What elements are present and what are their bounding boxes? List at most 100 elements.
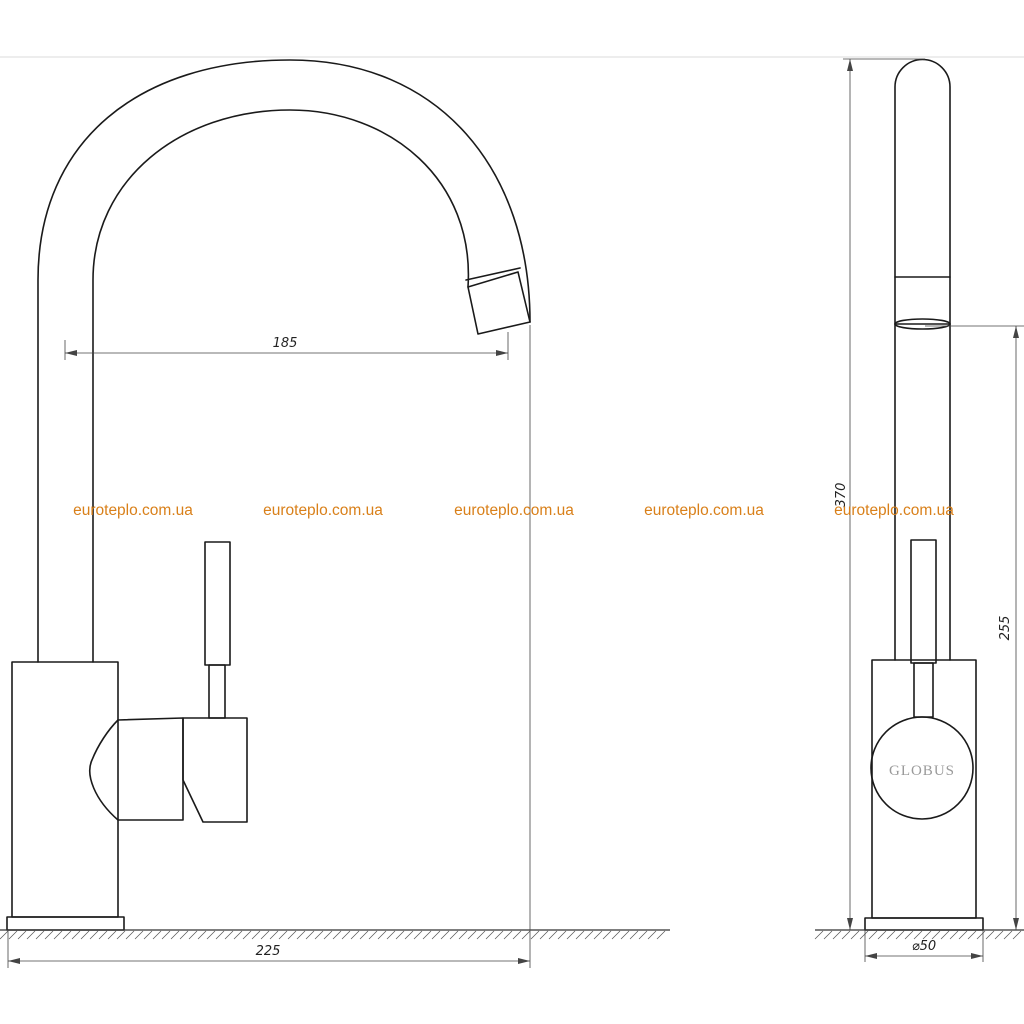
ground-hatch-tick <box>35 930 45 940</box>
ground-hatch-tick <box>125 930 135 940</box>
base-diameter-arrow-left <box>865 953 877 959</box>
ground-hatch-tick <box>179 930 189 940</box>
base-diameter-dimension: ⌀50 <box>864 930 984 962</box>
ground-hatch-tick <box>814 930 824 940</box>
ground-hatch-tick <box>206 930 216 940</box>
ground-hatch-tick <box>404 930 414 940</box>
spout-reach-arrow-left <box>65 350 77 356</box>
ground-hatch-tick <box>440 930 450 940</box>
ground-hatch-tick <box>877 930 887 940</box>
total-height-label: 370 <box>834 483 849 508</box>
watermark-text: euroteplo.com.ua <box>263 502 383 519</box>
ground-hatch-tick <box>967 930 977 940</box>
ground-hatch-tick <box>359 930 369 940</box>
ground-hatch-tick <box>422 930 432 940</box>
front-ground-hatch <box>814 930 1022 940</box>
watermark-text: euroteplo.com.ua <box>644 502 764 519</box>
ground-hatch-tick <box>188 930 198 940</box>
base-plate-outline <box>6 916 125 931</box>
ground-hatch-tick <box>0 930 9 940</box>
front-view: GLOBUS <box>864 58 984 931</box>
ground-hatch-tick <box>922 930 932 940</box>
ground-hatch-tick <box>8 930 18 940</box>
ground-hatch-tick <box>449 930 459 940</box>
ground-hatch-tick <box>431 930 441 940</box>
front-lever-stem-outline <box>913 662 934 718</box>
ground-hatch-tick <box>314 930 324 940</box>
ground-hatch-tick <box>242 930 252 940</box>
ground-hatch-tick <box>895 930 905 940</box>
front-base-plate-outline <box>864 917 984 931</box>
total-height-dimension: 370 <box>834 58 925 930</box>
ground-hatch-tick <box>503 930 513 940</box>
handle-block-outline <box>182 717 248 823</box>
ground-hatch-tick <box>886 930 896 940</box>
ground-hatch-tick <box>976 930 986 940</box>
ground-hatch-tick <box>332 930 342 940</box>
lever-grip-outline <box>204 541 231 666</box>
ground-hatch-tick <box>341 930 351 940</box>
ground-hatch-tick <box>224 930 234 940</box>
ground-hatch-tick <box>584 930 594 940</box>
ground-hatch-tick <box>17 930 27 940</box>
side-ground-hatch <box>0 930 666 940</box>
base-diameter-label: ⌀50 <box>912 939 936 954</box>
ground-hatch-tick <box>656 930 666 940</box>
watermark-text: euroteplo.com.ua <box>73 502 193 519</box>
ground-hatch-tick <box>602 930 612 940</box>
base-width-arrow-right <box>518 958 530 964</box>
ground-hatch-tick <box>994 930 1004 940</box>
base-width-arrow-left <box>8 958 20 964</box>
ground-hatch-tick <box>539 930 549 940</box>
watermark-text: euroteplo.com.ua <box>454 502 574 519</box>
ground-hatch-tick <box>80 930 90 940</box>
body-outline <box>11 661 119 918</box>
ground-hatch-tick <box>269 930 279 940</box>
ground-hatch-tick <box>611 930 621 940</box>
total-height-arrow-bottom <box>847 918 853 930</box>
ground-hatch-tick <box>350 930 360 940</box>
ground-hatch-tick <box>859 930 869 940</box>
ground-hatch-tick <box>458 930 468 940</box>
ground-hatch-tick <box>593 930 603 940</box>
ground-hatch-tick <box>494 930 504 940</box>
ground-hatch-tick <box>512 930 522 940</box>
front-aerator-opening <box>894 318 951 330</box>
spout-height-arrow-bottom <box>1013 918 1019 930</box>
total-height-arrow-top <box>847 59 853 71</box>
ground-hatch-tick <box>557 930 567 940</box>
aerator-seam <box>465 267 521 281</box>
ground-hatch-tick <box>134 930 144 940</box>
ground-hatch-tick <box>931 930 941 940</box>
spout-reach-dimension: 185 <box>64 332 509 360</box>
ground-hatch-tick <box>958 930 968 940</box>
ground-hatch-tick <box>116 930 126 940</box>
ground-hatch-tick <box>287 930 297 940</box>
spout-height-label: 255 <box>998 616 1013 641</box>
ground-hatch-tick <box>1012 930 1022 940</box>
ground-hatch-tick <box>197 930 207 940</box>
ground-hatch-tick <box>53 930 63 940</box>
ground-hatch-tick <box>71 930 81 940</box>
handle-joint-outline <box>89 717 184 821</box>
ground-hatch-tick <box>832 930 842 940</box>
spout-inner-outline <box>92 109 470 663</box>
ground-hatch-tick <box>841 930 851 940</box>
ground-hatch-tick <box>413 930 423 940</box>
ground-hatch-tick <box>62 930 72 940</box>
ground-hatch-tick <box>521 930 531 940</box>
ground-hatch-tick <box>575 930 585 940</box>
base-diameter-arrow-right <box>971 953 983 959</box>
ground-hatch-tick <box>215 930 225 940</box>
ground-hatch-tick <box>868 930 878 940</box>
spout-height-dimension: 255 <box>925 325 1024 930</box>
spout-height-arrow-top <box>1013 326 1019 338</box>
ground-hatch-tick <box>323 930 333 940</box>
aerator-outline <box>467 271 531 335</box>
ground-hatch-tick <box>170 930 180 940</box>
base-width-label: 225 <box>256 944 281 959</box>
watermark-text: euroteplo.com.ua <box>834 502 954 519</box>
front-lever-grip-outline <box>910 539 937 664</box>
ground-hatch-tick <box>233 930 243 940</box>
